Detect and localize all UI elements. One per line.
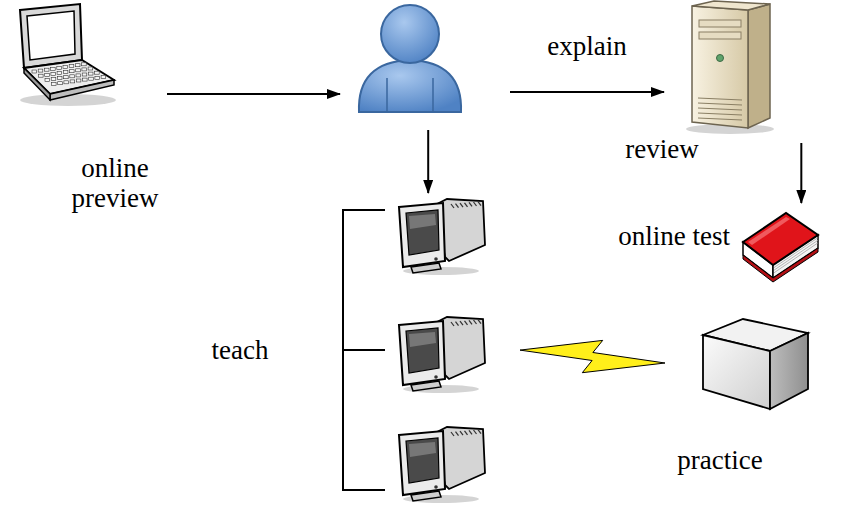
icon-node: online test	[738, 205, 822, 297]
icon-caption: online test	[558, 221, 730, 251]
icon-node: review	[672, 0, 778, 135]
icon-caption: practice	[660, 445, 780, 475]
bracket-line	[343, 210, 385, 490]
arrow-connector	[167, 93, 340, 95]
icon-caption: online preview	[48, 153, 182, 213]
icon-node: practice	[698, 313, 813, 413]
icon-caption: review	[602, 134, 722, 164]
lightning-connector	[520, 340, 665, 372]
laptop-icon	[2, 2, 117, 107]
icon-node: online preview	[2, 2, 117, 107]
arrow-connector	[800, 143, 802, 203]
icon-caption: teach	[185, 335, 295, 365]
icon-node: teach	[390, 195, 490, 507]
monitor-icon	[395, 315, 487, 395]
person-icon	[345, 0, 475, 115]
server-icon	[672, 0, 778, 135]
edge-label: explain	[543, 31, 630, 61]
arrow-connector	[510, 91, 664, 93]
monitor-icon	[395, 425, 487, 505]
monitor-icon	[395, 197, 487, 277]
icon-node	[345, 0, 475, 115]
arrow-connector	[427, 130, 429, 193]
practice-box-icon	[698, 313, 813, 413]
book-icon	[738, 205, 822, 297]
